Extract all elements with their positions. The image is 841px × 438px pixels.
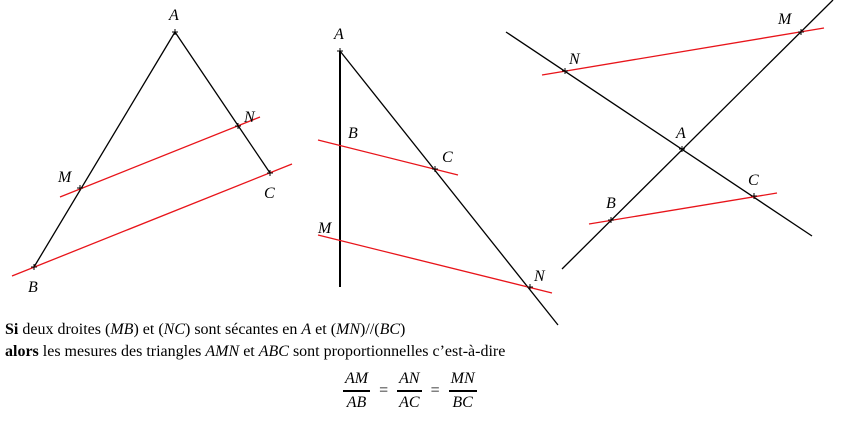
text: sont proportionnelles c’est-à-dire xyxy=(288,343,506,360)
theorem-hypothesis: Si deux droites (MB) et (NC) sont sécant… xyxy=(5,320,405,340)
parallel-line-MN xyxy=(317,234,553,294)
parallel-line-MN xyxy=(59,116,261,198)
fraction-bar xyxy=(397,390,422,392)
segment-AC xyxy=(174,31,271,174)
label-C: C xyxy=(264,185,275,202)
fraction-bar xyxy=(343,390,371,392)
line-BM xyxy=(561,0,834,270)
var: MN xyxy=(336,321,361,338)
segment-AB xyxy=(33,31,176,268)
text: ) sont sécantes en xyxy=(184,321,302,338)
equals-sign: = xyxy=(379,381,389,399)
var: NC xyxy=(163,321,185,338)
label-N: N xyxy=(568,51,581,68)
label-A: A xyxy=(675,125,686,142)
denominator: AB xyxy=(346,393,367,411)
label-N: N xyxy=(533,268,546,285)
point-markers xyxy=(562,29,804,223)
point-markers xyxy=(337,48,533,290)
fraction-AM-AB: AM AB xyxy=(343,370,371,412)
text: )//( xyxy=(360,321,380,338)
text: ) et ( xyxy=(133,321,164,338)
var: MB xyxy=(110,321,134,338)
label-M: M xyxy=(317,220,333,237)
numerator: AN xyxy=(399,370,420,387)
fraction-bar xyxy=(448,390,477,392)
label-M: M xyxy=(57,169,73,186)
parallel-line-BC xyxy=(11,163,293,277)
text: et xyxy=(239,343,259,360)
equals-sign: = xyxy=(430,381,440,399)
denominator: AC xyxy=(399,393,420,411)
fraction-MN-BC: MN BC xyxy=(448,370,477,412)
numerator: MN xyxy=(450,370,475,387)
fraction-AN-AC: AN AC xyxy=(397,370,422,412)
text: deux droites ( xyxy=(18,321,111,338)
parallel-line-BC xyxy=(588,192,778,225)
label-C: C xyxy=(748,172,759,189)
text: et ( xyxy=(311,321,337,338)
var: A xyxy=(301,321,312,338)
figure-1-triangle: A N C M B xyxy=(11,7,293,296)
label-N: N xyxy=(243,109,256,126)
var: BC xyxy=(379,321,401,338)
thales-ratio-formula: AM AB = AN AC = MN BC xyxy=(340,370,480,412)
label-M: M xyxy=(777,11,793,28)
theorem-conclusion: alors les mesures des triangles AMN et A… xyxy=(5,342,505,362)
text: les mesures des triangles xyxy=(38,343,206,360)
var: ABC xyxy=(258,343,289,360)
label-C: C xyxy=(442,149,453,166)
label-B: B xyxy=(606,195,616,212)
label-A: A xyxy=(168,7,179,24)
parallel-line-NM xyxy=(541,27,825,76)
segment-AN xyxy=(339,50,559,326)
figures-canvas: A N C M B A B C M N N xyxy=(11,0,834,326)
var: AMN xyxy=(205,343,240,360)
keyword-si: Si xyxy=(5,321,19,338)
label-B: B xyxy=(348,125,358,142)
keyword-alors: alors xyxy=(5,343,39,360)
point-markers xyxy=(31,29,273,270)
text: ) xyxy=(400,321,406,338)
label-A: A xyxy=(333,26,344,43)
figure-2-triangle: A B C M N xyxy=(317,26,559,326)
label-B: B xyxy=(28,279,38,296)
numerator: AM xyxy=(345,370,369,387)
figure-3-butterfly: N M A B C xyxy=(505,0,834,270)
line-NC xyxy=(505,31,813,237)
denominator: BC xyxy=(452,393,473,411)
